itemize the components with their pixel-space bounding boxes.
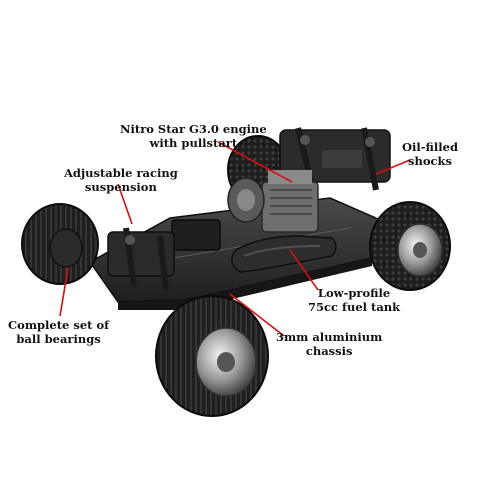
receiver-box bbox=[171, 219, 221, 251]
callout-line-shocks bbox=[375, 159, 411, 175]
label-bearings: Complete set of ball bearings bbox=[8, 318, 110, 346]
callout-lines bbox=[59, 141, 411, 337]
label-suspension: Adjustable racing suspension bbox=[64, 166, 178, 194]
engine bbox=[227, 170, 319, 233]
front-suspension bbox=[107, 227, 175, 291]
label-fuel-tank: Low-profile 75cc fuel tank bbox=[308, 286, 401, 314]
callout-line-engine bbox=[217, 141, 293, 183]
callout-line-suspension bbox=[117, 183, 133, 225]
callout-line-bearings bbox=[59, 267, 69, 317]
rear-left-tire bbox=[369, 201, 451, 291]
callout-line-fuel-tank bbox=[289, 249, 319, 291]
label-shocks: Oil-filled shocks bbox=[402, 140, 458, 168]
label-chassis: 3mm aluminium chassis bbox=[276, 330, 383, 358]
front-right-tire bbox=[155, 295, 269, 417]
fuel-tank bbox=[231, 235, 337, 273]
label-engine: Nitro Star G3.0 engine with pullstart bbox=[120, 122, 267, 150]
callout-line-chassis bbox=[229, 293, 285, 337]
front-left-tire bbox=[21, 203, 99, 285]
rear-suspension bbox=[279, 127, 391, 191]
